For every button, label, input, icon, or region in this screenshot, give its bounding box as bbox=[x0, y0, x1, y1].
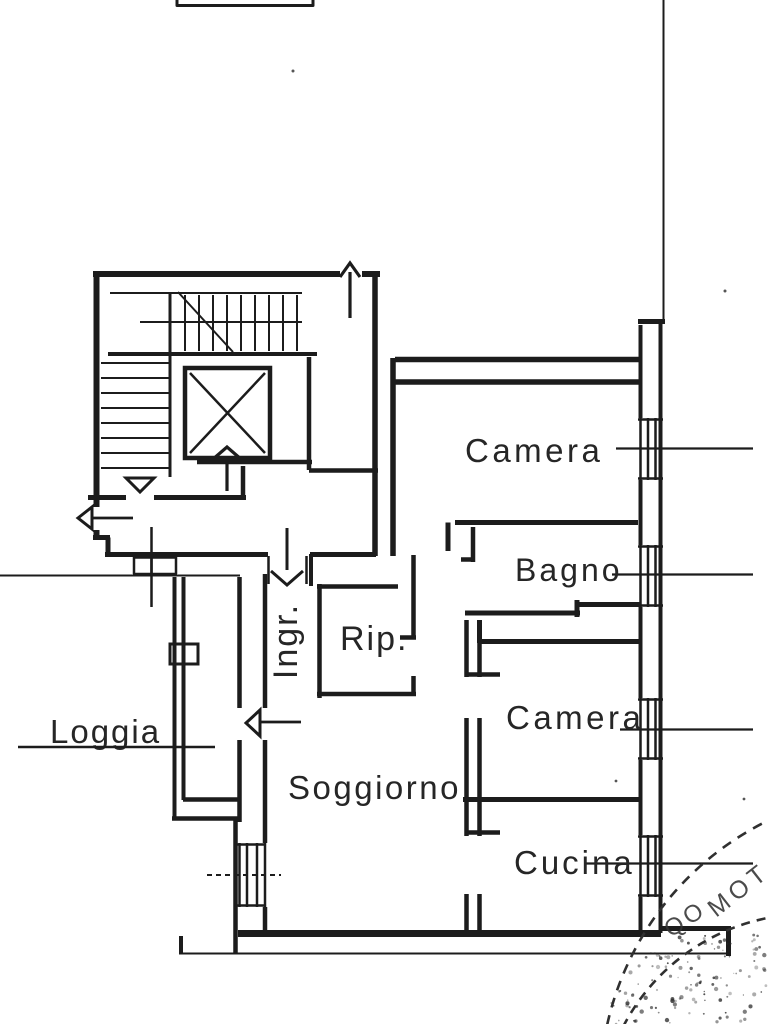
divider-wall-upper bbox=[464, 620, 500, 677]
window-camera-2 bbox=[620, 698, 753, 760]
living-area-walls bbox=[0, 527, 416, 953]
window-camera-1 bbox=[616, 418, 753, 480]
room-labels: Camera Bagno Camera Cucina Soggiorno Rip… bbox=[18, 432, 644, 881]
landing-walls bbox=[93, 535, 376, 557]
stair-treads-top-flight bbox=[184, 295, 298, 351]
window-cucina bbox=[585, 835, 753, 897]
elevator-x-icon bbox=[189, 372, 266, 454]
rip-closet-walls bbox=[317, 555, 416, 698]
window-bagno bbox=[612, 545, 753, 607]
divider-wall-lower bbox=[464, 894, 482, 934]
staircase bbox=[88, 271, 396, 557]
loggia-right-wall bbox=[172, 577, 186, 818]
label-loggia: Loggia bbox=[50, 713, 161, 750]
top-partial-rectangle bbox=[175, 0, 315, 7]
stair-diagonal-line bbox=[177, 291, 234, 353]
outer-boundary bbox=[175, 0, 665, 324]
window-soggiorno bbox=[207, 843, 281, 907]
scan-noise-dots bbox=[291, 69, 746, 801]
up-arrow-icon bbox=[338, 260, 362, 318]
divider-wall-middle bbox=[464, 718, 500, 836]
label-bagno: Bagno bbox=[515, 552, 623, 588]
label-ingr: Ingr. bbox=[267, 603, 305, 679]
entrance-arrow-icon bbox=[270, 528, 304, 587]
landing-door-arrow-icon bbox=[75, 503, 94, 533]
stair-direction-triangle-icon bbox=[122, 476, 158, 495]
stamp-speckle-texture bbox=[610, 933, 768, 1024]
loggia-wall-tab bbox=[168, 642, 200, 666]
windows bbox=[207, 418, 753, 907]
apartment-walls bbox=[179, 322, 731, 956]
camera-2-top-wall bbox=[477, 620, 640, 644]
bottom-right-step-wall bbox=[660, 926, 731, 956]
loggia-door-arrow-icon bbox=[243, 706, 262, 740]
bagno-top-wall bbox=[445, 520, 638, 551]
loggia-bottom-walls bbox=[172, 797, 239, 821]
entrance-door-jambs bbox=[267, 556, 308, 584]
label-camera-2: Camera bbox=[506, 699, 644, 736]
bagno-door-jamb bbox=[461, 527, 476, 562]
elevator-shaft bbox=[182, 365, 273, 461]
stair-treads-left-flight bbox=[101, 362, 170, 469]
label-soggiorno: Soggiorno bbox=[288, 769, 461, 806]
elevator-door-arrow-icon bbox=[210, 444, 244, 491]
stair-flight-lines bbox=[110, 292, 302, 323]
label-rip: Rip. bbox=[340, 620, 408, 658]
label-cucina: Cucina bbox=[514, 844, 635, 881]
elevator bbox=[182, 365, 273, 491]
landing-window bbox=[132, 556, 178, 576]
door-arrows bbox=[75, 260, 362, 740]
stamp: MOT QO bbox=[606, 819, 768, 1024]
corridor-walls bbox=[372, 272, 396, 556]
stamp-text-fragment-1: MOT bbox=[702, 857, 768, 922]
label-camera-1: Camera bbox=[465, 432, 603, 469]
stair-inner-walls bbox=[197, 357, 378, 497]
bagno-bottom-wall bbox=[465, 600, 640, 617]
